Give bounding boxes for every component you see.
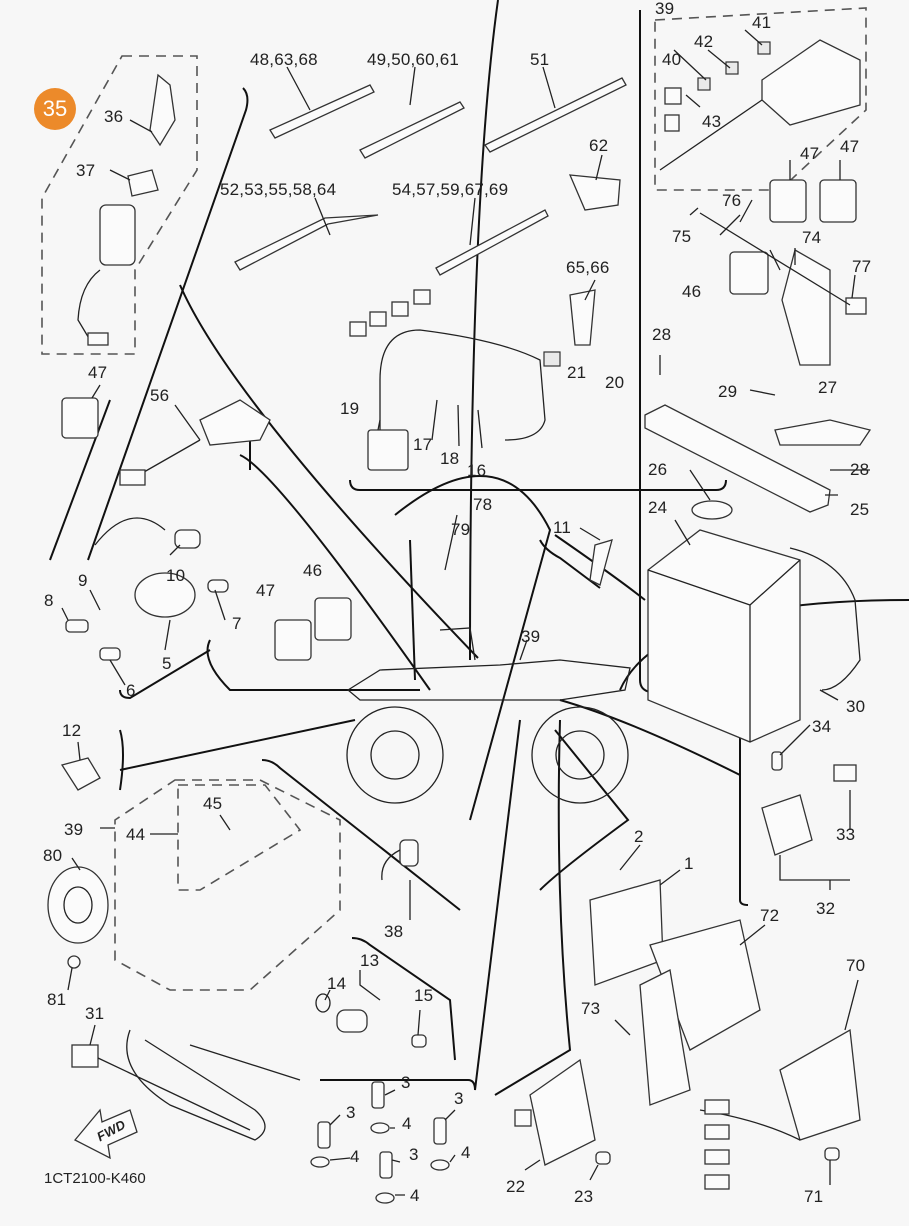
callout-78[interactable]: 78	[473, 495, 493, 514]
callout-20[interactable]: 20	[605, 373, 625, 392]
callout-74[interactable]: 74	[802, 228, 822, 247]
callout-5[interactable]: 5	[162, 654, 172, 673]
group-brackets	[49, 0, 909, 1096]
callout-41[interactable]: 41	[752, 13, 772, 32]
callout-4[interactable]: 4	[402, 1114, 412, 1133]
callout-71[interactable]: 71	[804, 1187, 824, 1206]
callout-10[interactable]: 10	[166, 566, 186, 585]
callout-19[interactable]: 19	[340, 399, 360, 418]
callout-49-50-60-61[interactable]: 49,50,60,61	[367, 50, 460, 69]
callout-15[interactable]: 15	[414, 986, 434, 1005]
callout-72[interactable]: 72	[760, 906, 780, 925]
callout-13[interactable]: 13	[360, 951, 380, 970]
callout-2[interactable]: 2	[634, 827, 644, 846]
callout-43[interactable]: 43	[702, 112, 722, 131]
atv-silhouette	[346, 627, 631, 804]
callout-26[interactable]: 26	[648, 460, 668, 479]
callout-22[interactable]: 22	[506, 1177, 526, 1196]
callout-47[interactable]: 47	[840, 137, 860, 156]
callout-17[interactable]: 17	[413, 435, 433, 454]
callout-37[interactable]: 37	[76, 161, 96, 180]
callout-9[interactable]: 9	[78, 571, 88, 590]
callout-28[interactable]: 28	[850, 460, 870, 479]
callout-4[interactable]: 4	[410, 1186, 420, 1205]
callout-24[interactable]: 24	[648, 498, 668, 517]
callout-46[interactable]: 46	[682, 282, 702, 301]
callout-32[interactable]: 32	[816, 899, 836, 918]
callout-56[interactable]: 56	[150, 386, 170, 405]
callout-75[interactable]: 75	[672, 227, 692, 246]
callout-46[interactable]: 46	[303, 561, 323, 580]
callout-3[interactable]: 3	[454, 1089, 464, 1108]
callout-76[interactable]: 76	[722, 191, 742, 210]
callout-51[interactable]: 51	[530, 50, 550, 69]
callout-77[interactable]: 77	[852, 257, 872, 276]
callout-80[interactable]: 80	[43, 846, 63, 865]
callout-4[interactable]: 4	[461, 1143, 471, 1162]
callout-47[interactable]: 47	[800, 144, 820, 163]
callout-3[interactable]: 3	[409, 1145, 419, 1164]
dashed-assemblies	[41, 7, 867, 991]
callout-14[interactable]: 14	[327, 974, 347, 993]
callout-28[interactable]: 28	[652, 325, 672, 344]
callout-23[interactable]: 23	[574, 1187, 594, 1206]
callout-21[interactable]: 21	[567, 363, 587, 382]
callout-39[interactable]: 39	[655, 0, 675, 18]
callout-40[interactable]: 40	[662, 50, 682, 69]
callout-8[interactable]: 8	[44, 591, 54, 610]
callout-39[interactable]: 39	[64, 820, 84, 839]
diagram-reference-code: 1CT2100-K460	[44, 1170, 146, 1187]
callout-48-63-68[interactable]: 48,63,68	[250, 50, 318, 69]
callout-73[interactable]: 73	[581, 999, 601, 1018]
callout-31[interactable]: 31	[85, 1004, 105, 1023]
callout-62[interactable]: 62	[589, 136, 609, 155]
callout-52-53-55-58-64[interactable]: 52,53,55,58,64	[220, 180, 337, 199]
callout-18[interactable]: 18	[440, 449, 460, 468]
callout-47[interactable]: 47	[256, 581, 276, 600]
callout-6[interactable]: 6	[126, 681, 136, 700]
callout-45[interactable]: 45	[203, 794, 223, 813]
callout-34[interactable]: 34	[812, 717, 832, 736]
callout-47[interactable]: 47	[88, 363, 108, 382]
callout-12[interactable]: 12	[62, 721, 82, 740]
callout-16[interactable]: 16	[467, 461, 487, 480]
callout-30[interactable]: 30	[846, 697, 866, 716]
callout-29[interactable]: 29	[718, 382, 738, 401]
callout-39[interactable]: 39	[521, 627, 541, 646]
callout-25[interactable]: 25	[850, 500, 870, 519]
callout-42[interactable]: 42	[694, 32, 714, 51]
callout-4[interactable]: 4	[350, 1147, 360, 1166]
parts	[47, 29, 872, 1204]
callout-44[interactable]: 44	[126, 825, 146, 844]
callout-70[interactable]: 70	[846, 956, 866, 975]
callout-81[interactable]: 81	[47, 990, 67, 1009]
callout-54-57-59-67-69[interactable]: 54,57,59,67,69	[392, 180, 509, 199]
callout-3[interactable]: 3	[346, 1103, 356, 1122]
callout-36[interactable]: 36	[104, 107, 124, 126]
callout-33[interactable]: 33	[836, 825, 856, 844]
callout-7[interactable]: 7	[232, 614, 242, 633]
callout-79[interactable]: 79	[451, 520, 471, 539]
callout-65-66[interactable]: 65,66	[566, 258, 610, 277]
callout-3[interactable]: 3	[401, 1073, 411, 1092]
callout-38[interactable]: 38	[384, 922, 404, 941]
callout-1[interactable]: 1	[684, 854, 694, 873]
callout-11[interactable]: 11	[553, 518, 572, 537]
highlighted-part-badge[interactable]: 35	[34, 88, 76, 130]
callout-27[interactable]: 27	[818, 378, 838, 397]
